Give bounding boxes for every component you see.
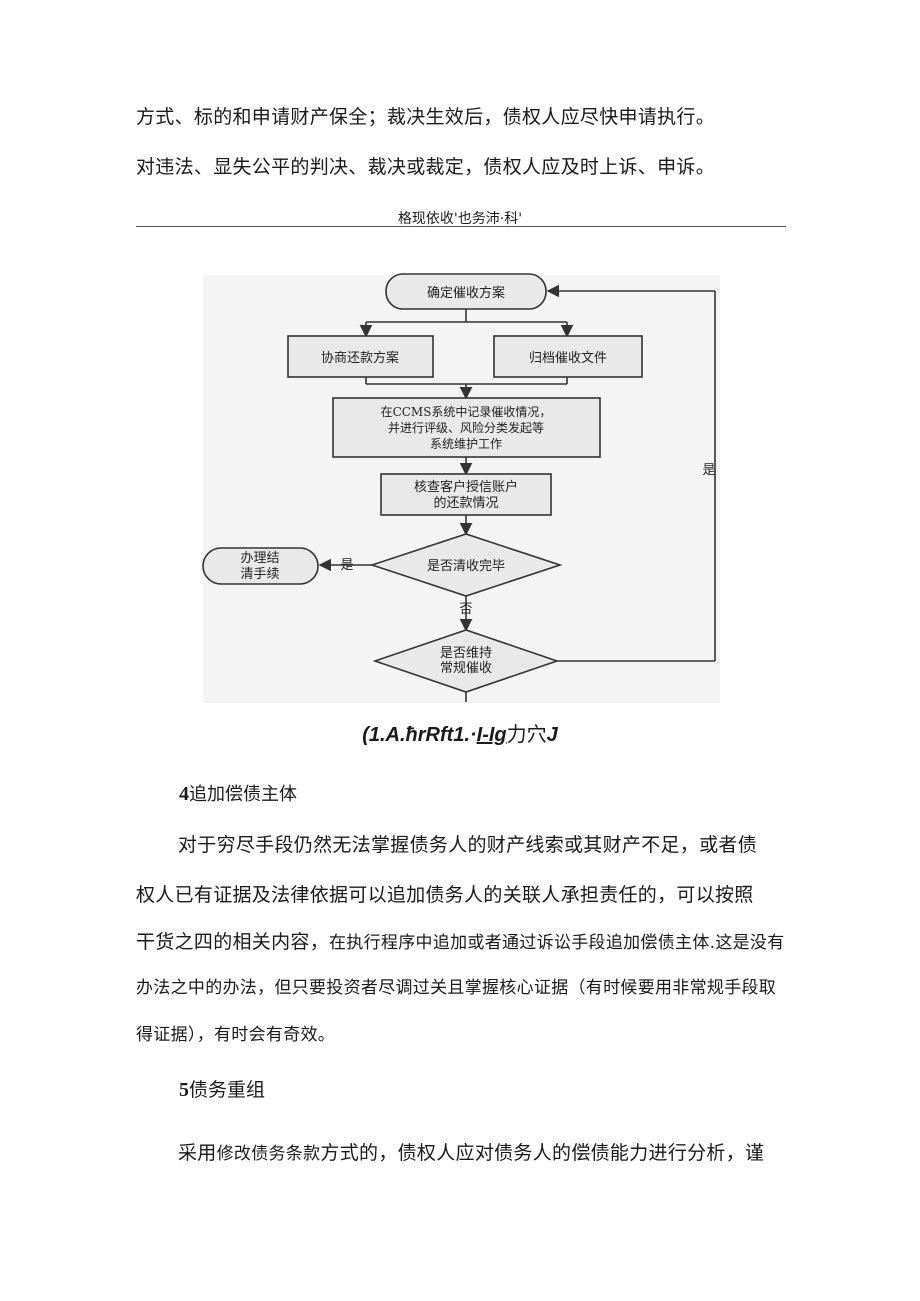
end-node-label: 办理结 xyxy=(240,551,279,566)
node-right-label: 归档催收文件 xyxy=(529,351,607,366)
section-number: 4 xyxy=(179,783,189,805)
section-heading: 4追加偿债主体 xyxy=(179,780,297,806)
section-title: 追加偿债主体 xyxy=(189,784,297,805)
text-run: 干货之四的相关内容， xyxy=(136,931,330,953)
section-heading: 5债务重组 xyxy=(179,1075,265,1102)
caption-part: 力穴 xyxy=(506,724,547,746)
decision-2-label: 是否维持 xyxy=(440,646,492,661)
decision-2-label: 常规催收 xyxy=(440,661,492,676)
section-title: 债务重组 xyxy=(189,1079,266,1101)
paragraph-line: 权人已有证据及法律依据可以追加债务人的关联人承担责任的，可以按照 xyxy=(136,884,754,906)
node-ccms-label: 在CCMS系统中记录催收情况， xyxy=(381,404,552,419)
process-ccms xyxy=(332,397,601,458)
text-run: 方式的，债权人应对债务人的偿债能力进行分析，谨 xyxy=(320,1142,765,1164)
paragraph-line: 对于穷尽手段仍然无法掌握债务人的财产线索或其财产不足，或者债 xyxy=(178,834,758,856)
edge-label-loop: 是 xyxy=(702,463,715,478)
edge-label-no: 否 xyxy=(459,602,472,617)
process-check xyxy=(380,473,552,516)
edge-label-yes: 是 xyxy=(340,558,353,573)
node-check-label: 核查客户授信账户 xyxy=(414,479,518,495)
section-number: 5 xyxy=(179,1079,189,1101)
process-right xyxy=(493,335,643,378)
paragraph-line: 对违法、显失公平的判决、裁决或裁定，债权人应及时上诉、申诉。 xyxy=(136,156,716,178)
caption-part: (1.A.ħrRft1.· xyxy=(362,724,477,746)
process-left xyxy=(287,335,434,378)
node-ccms-label: 系统维护工作 xyxy=(430,437,502,451)
node-check-label: 的还款情况 xyxy=(433,495,498,511)
node-ccms-label: 并进行评级、风险分类发起等 xyxy=(388,420,544,435)
paragraph-line: 干货之四的相关内容，在执行程序中追加或者通过诉讼手段追加偿债主体.这是没有 xyxy=(136,927,786,954)
figure-caption: (1.A.ħrRft1.·I-Ig力穴J xyxy=(0,718,920,747)
caption-part: I-Ig xyxy=(476,724,507,746)
paragraph-line: 办法之中的办法，但只要投资者尽调过关且掌握核心证据（有时候要用非常规手段取 xyxy=(136,978,777,998)
paragraph-line: 采用修改债务条款方式的，债权人应对债务人的偿债能力进行分析，谨 xyxy=(178,1138,828,1165)
node-start-label: 确定催收方案 xyxy=(427,285,505,301)
divider xyxy=(136,226,786,227)
decision-1 xyxy=(369,533,563,597)
end-node xyxy=(202,547,319,585)
caption-part: J xyxy=(546,724,558,746)
figure-title: 格现依收'也务沛·科' xyxy=(397,211,523,227)
decision-1-label: 是否清收完毕 xyxy=(427,559,505,574)
start-node xyxy=(385,273,547,310)
text-run: 在执行程序中追加或者通过诉讼手段追加偿债主体.这是没有 xyxy=(329,933,785,953)
paragraph-line: 方式、标的和申请财产保全；裁决生效后，债权人应尽快申请执行。 xyxy=(136,106,716,128)
paragraph-line: 得证据），有时会有奇效。 xyxy=(136,1025,336,1045)
text-run: 采用 xyxy=(178,1142,217,1164)
end-node-label: 清手续 xyxy=(240,567,279,582)
text-run: 修改债务条款 xyxy=(216,1144,321,1164)
decision-2 xyxy=(372,629,560,693)
node-left-label: 协商还款方案 xyxy=(321,350,399,366)
